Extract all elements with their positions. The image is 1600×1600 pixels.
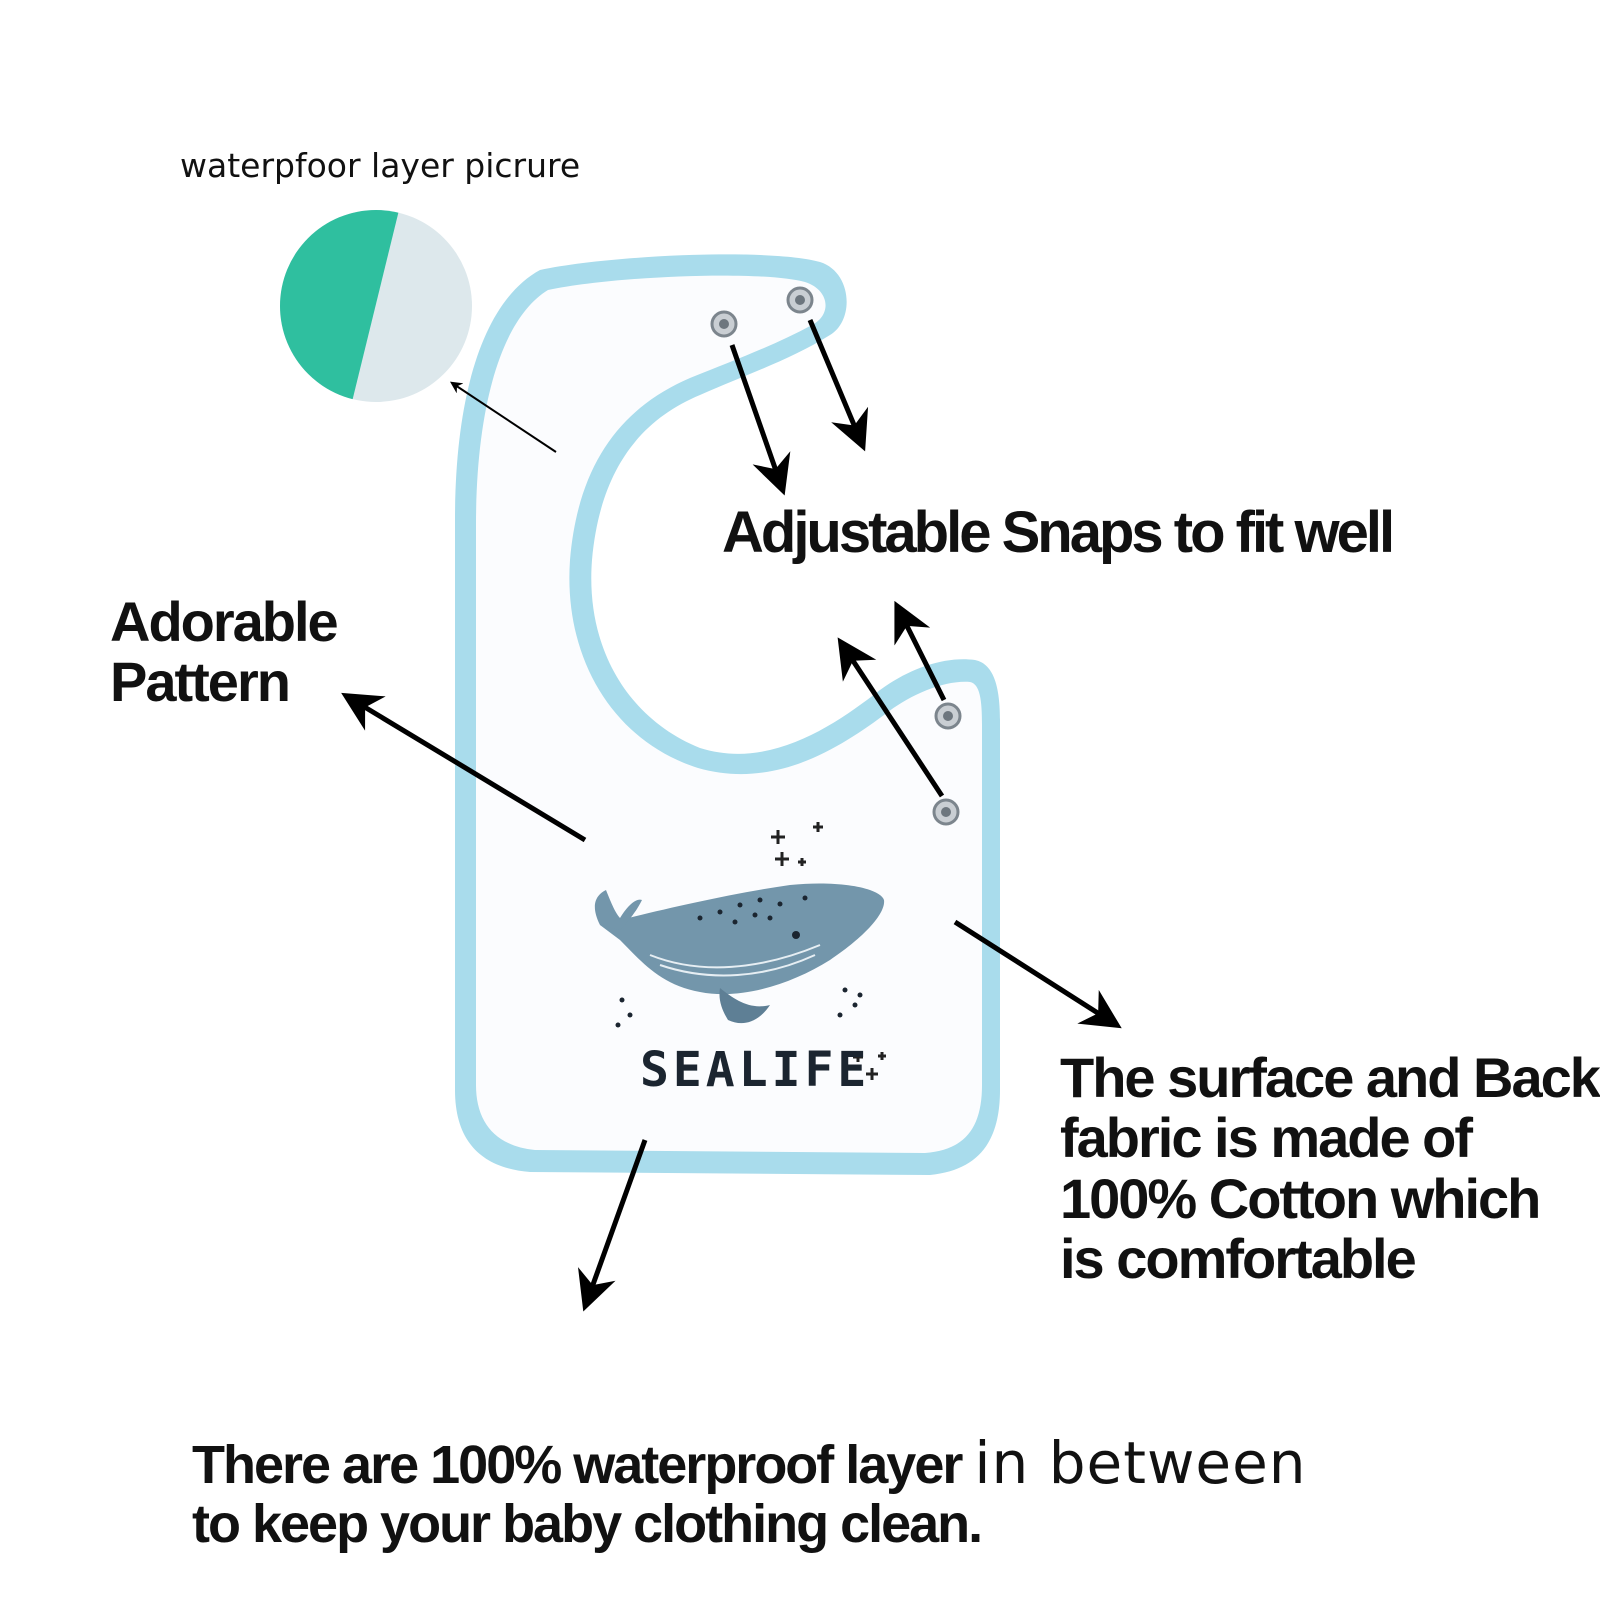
arrow-cotton — [953, 919, 1122, 1029]
waterproof-picture-label: waterpfoor layer picrure — [180, 146, 581, 185]
cotton-line-4: is comfortable — [1060, 1227, 1417, 1291]
bottom-line-2: to keep your baby clothing clean. — [192, 1493, 983, 1554]
bottom-line-1-a: There are 100% waterproof layer — [192, 1435, 975, 1495]
arrow-swatch — [450, 381, 557, 453]
arrow-snap-2 — [807, 319, 869, 452]
arrow-pattern — [341, 692, 587, 843]
bottom-line-1: There are 100% waterproof layer in betwe… — [192, 1432, 1492, 1495]
snap-button — [710, 310, 738, 338]
snap-button — [934, 702, 962, 730]
arrow-waterproof — [578, 1139, 648, 1312]
cotton-line-1: The surface and Back — [1060, 1046, 1600, 1109]
snap-button — [932, 798, 960, 826]
cotton-line-3: 100% Cotton which — [1060, 1166, 1541, 1230]
snap-button — [786, 286, 814, 314]
snaps-label: Adjustable Snaps to fit well — [722, 500, 1395, 565]
cotton-label: The surface and Back fabric is made of 1… — [1060, 1046, 1600, 1291]
arrow-snap-3 — [894, 600, 947, 702]
bottom-line-1-b: in between — [974, 1429, 1307, 1497]
bib-print-text: SEALIFE — [640, 1042, 870, 1098]
arrow-snap-1 — [729, 344, 791, 496]
adorable-pattern-label: Adorable Pattern — [110, 590, 339, 714]
sparkle-icon — [771, 822, 886, 1080]
annotation-arrows — [341, 319, 1122, 1312]
waterproof-layer-label: There are 100% waterproof layer in betwe… — [192, 1432, 1492, 1553]
waterproof-swatch — [280, 210, 472, 402]
adorable-line-1: Adorable — [110, 590, 339, 653]
arrow-snap-4 — [837, 637, 945, 798]
cotton-line-2: fabric is made of — [1060, 1106, 1473, 1170]
whale-illustration — [594, 883, 885, 1028]
adorable-line-2: Pattern — [110, 650, 291, 714]
bib-body — [476, 275, 982, 1154]
